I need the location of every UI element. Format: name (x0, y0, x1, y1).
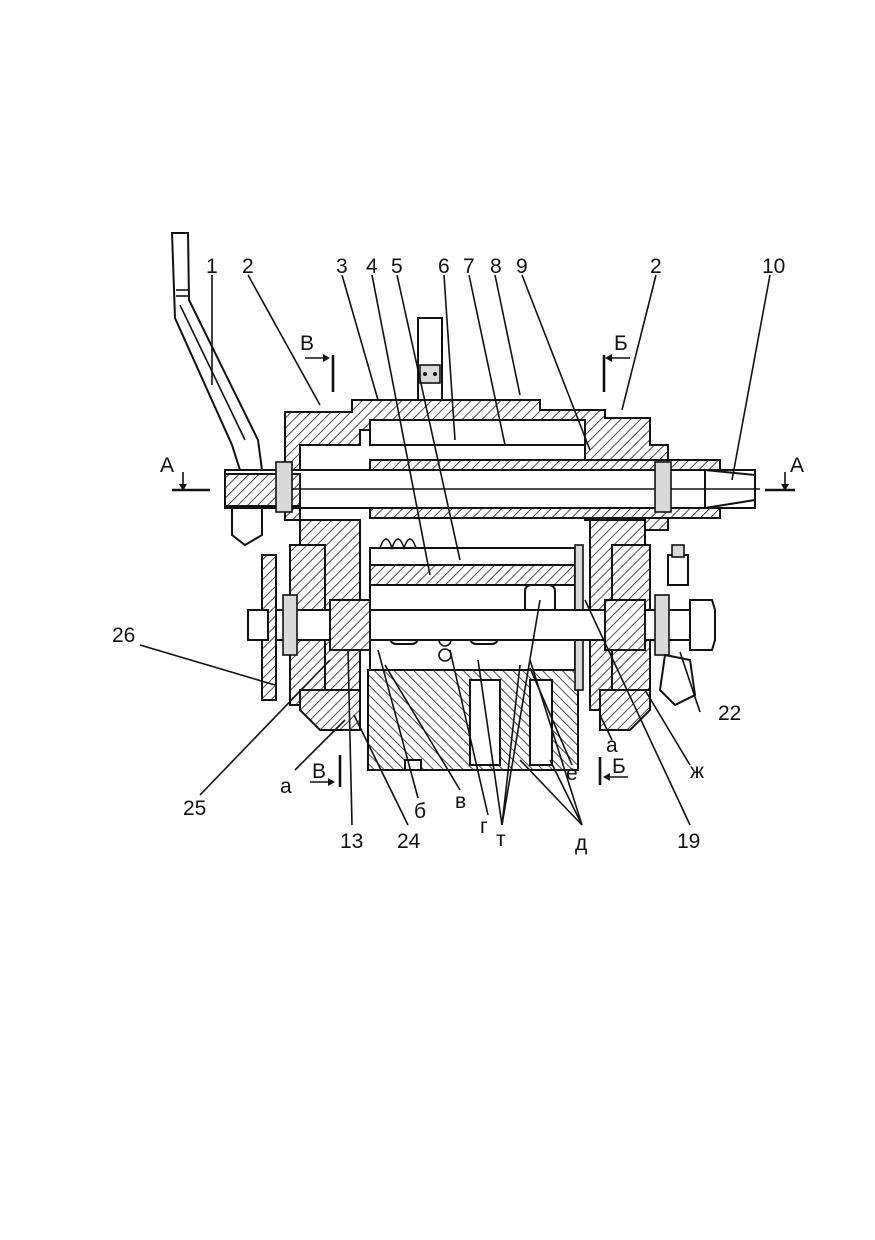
section-mark-v-b (305, 354, 630, 787)
callout-4: 4 (366, 255, 378, 278)
section-a-right: А (790, 454, 804, 477)
callout-9: 9 (516, 255, 528, 278)
section-b-top: Б (614, 332, 628, 355)
section-mark-a (172, 472, 795, 492)
flange-pulley (247, 554, 277, 701)
callout-19: 19 (677, 830, 700, 853)
callout-8: 8 (490, 255, 502, 278)
callout-b: б (414, 800, 426, 823)
callout-22: 22 (718, 702, 741, 725)
callout-t: т (496, 828, 506, 851)
section-letters: А А В В Б Б (160, 332, 804, 783)
callout-e: е (566, 762, 578, 785)
callout-5: 5 (391, 255, 403, 278)
callout-6: 6 (438, 255, 450, 278)
callout-26: 26 (112, 624, 135, 647)
callout-13: 13 (340, 830, 363, 853)
section-b-bottom: Б (612, 755, 626, 778)
callout-10: 10 (762, 255, 785, 278)
callout-g: г (480, 815, 488, 838)
section-v-bottom: В (312, 760, 326, 783)
callout-25: 25 (183, 797, 206, 820)
callout-v: в (455, 790, 466, 813)
callout-labels: 1 2 3 4 5 6 7 8 9 2 10 26 22 25 13 24 19… (112, 255, 785, 855)
leader-lines (139, 274, 771, 826)
callout-a-left: а (280, 775, 292, 798)
callout-2-left: 2 (242, 255, 254, 278)
callout-d: д (575, 832, 587, 855)
callout-a-right: а (606, 734, 618, 757)
top-shaft (224, 459, 760, 547)
section-v-top: В (300, 332, 314, 355)
callout-24: 24 (397, 830, 421, 853)
callout-1: 1 (206, 255, 218, 278)
section-a-left: А (160, 454, 174, 477)
callout-zh: ж (690, 760, 704, 783)
callout-7: 7 (463, 255, 475, 278)
lower-shaft (254, 544, 716, 707)
callout-3: 3 (336, 255, 348, 278)
callout-2-right: 2 (650, 255, 662, 278)
